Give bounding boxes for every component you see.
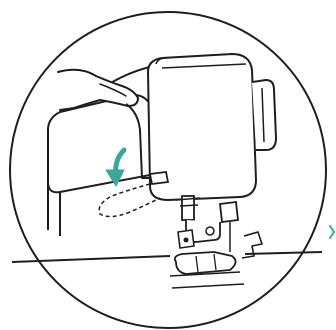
clamp-screw	[184, 238, 189, 243]
edge-arrow-icon	[330, 226, 334, 238]
presser-foot-screw	[206, 227, 214, 235]
presser-foot-lever-tip	[150, 172, 168, 184]
presser-foot	[175, 252, 236, 274]
needle-clamp	[220, 202, 238, 222]
